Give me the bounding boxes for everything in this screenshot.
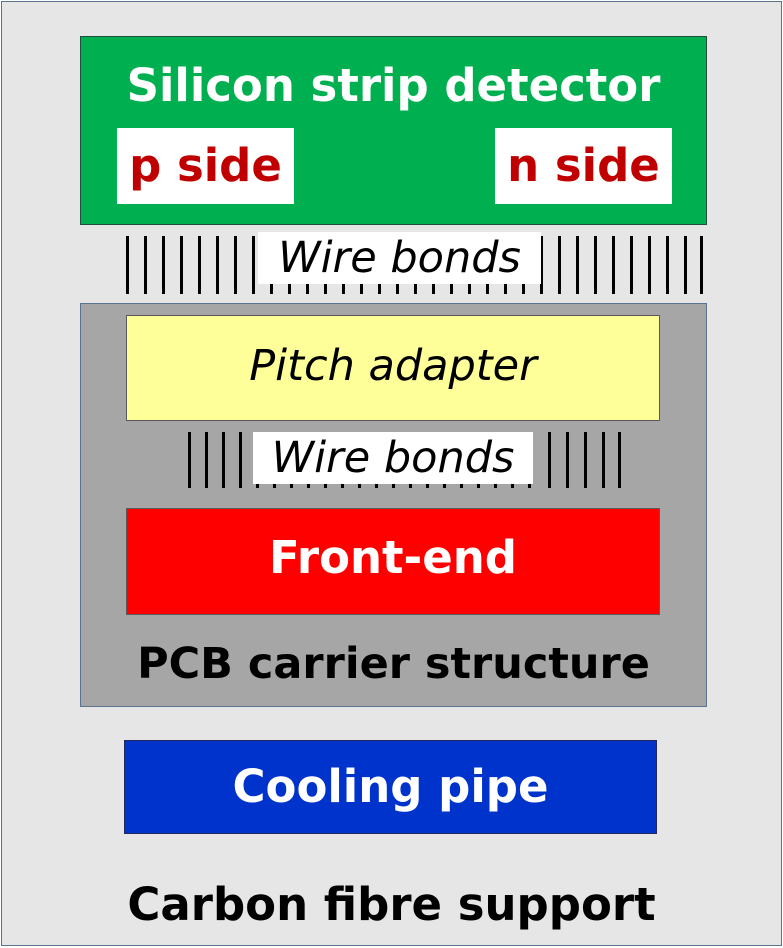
wire-bonds-top-label: Wire bonds bbox=[258, 232, 541, 284]
wire-bond-line bbox=[612, 236, 615, 294]
wire-bond-line bbox=[252, 236, 255, 294]
wire-bonds-inner-label: Wire bonds bbox=[253, 432, 533, 484]
wire-bond-line bbox=[540, 236, 543, 294]
wire-bond-line bbox=[630, 236, 633, 294]
wire-bond-line bbox=[576, 236, 579, 294]
wire-bond-line bbox=[684, 236, 687, 294]
p-side-label: p side bbox=[117, 128, 294, 204]
wire-bond-line bbox=[126, 236, 129, 294]
wire-bond-line bbox=[700, 236, 703, 294]
wire-bond-line bbox=[162, 236, 165, 294]
front-end: Front-end bbox=[126, 508, 660, 615]
wire-bond-line bbox=[666, 236, 669, 294]
wire-bond-line bbox=[602, 432, 605, 488]
wire-bond-line bbox=[188, 432, 191, 488]
wire-bond-line bbox=[618, 432, 621, 488]
carbon-fibre-label: Carbon fibre support bbox=[127, 878, 656, 931]
wire-bond-line bbox=[180, 236, 183, 294]
wire-bond-line bbox=[216, 236, 219, 294]
wire-bond-line bbox=[198, 236, 201, 294]
wire-bond-line bbox=[584, 432, 587, 488]
detector-title: Silicon strip detector bbox=[126, 59, 661, 112]
wire-bond-line bbox=[558, 236, 561, 294]
wire-bond-line bbox=[205, 432, 208, 488]
n-side-label: n side bbox=[495, 128, 672, 204]
cooling-pipe: Cooling pipe bbox=[124, 740, 657, 834]
wire-bond-line bbox=[144, 236, 147, 294]
wire-bond-line bbox=[239, 432, 242, 488]
wire-bond-line bbox=[594, 236, 597, 294]
wire-bond-line bbox=[548, 432, 551, 488]
pcb-label: PCB carrier structure bbox=[137, 639, 650, 689]
pitch-adapter: Pitch adapter bbox=[126, 315, 660, 421]
wire-bond-line bbox=[234, 236, 237, 294]
wire-bond-line bbox=[566, 432, 569, 488]
wire-bond-line bbox=[648, 236, 651, 294]
wire-bond-line bbox=[222, 432, 225, 488]
